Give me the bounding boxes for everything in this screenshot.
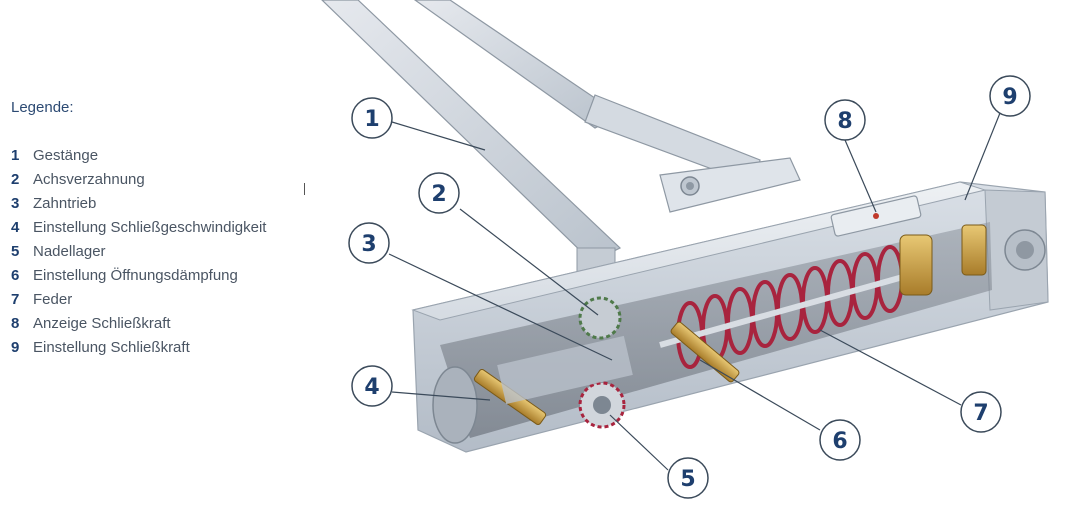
legend-number: 2 [11,171,20,188]
leader-lines [388,112,1001,471]
legend-number: 7 [11,291,20,308]
legend-item: 9 Einstellung Schließkraft [11,336,311,360]
legend-item: 1 Gestänge [11,144,311,168]
legend-item: 2 Achsverzahnung [11,168,311,192]
legend-number: 5 [11,243,20,260]
legend-item: 5 Nadellager [11,240,311,264]
arm-linkage [321,0,801,294]
legend-label: Feder [33,291,73,308]
callout-8: 8 [824,99,866,141]
legend: Legende: 1 Gestänge 2 Achsverzahnung 3 Zahn… [11,99,311,360]
callout-number: 2 [431,182,446,207]
legend-number: 1 [11,147,20,164]
legend-title: Legende: [11,99,74,116]
legend-number: 8 [11,315,20,332]
legend-number: 9 [11,339,20,356]
callout-3: 3 [348,222,390,264]
legend-item: 7 Feder [11,288,311,312]
callout-number: 4 [364,375,379,400]
callout-1: 1 [351,97,393,139]
callout-4: 4 [351,365,393,407]
callout-number: 7 [973,401,988,426]
legend-item: 6 Einstellung Öffnungsdämpfung [11,264,311,288]
legend-number: 6 [11,267,20,284]
closer-housing [411,181,1049,453]
legend-number: 3 [11,195,20,212]
callout-6: 6 [819,419,861,461]
legend-number: 4 [11,219,20,236]
callout-number: 3 [361,232,376,257]
legend-label: Einstellung Öffnungsdämpfung [33,267,238,284]
separator-tick [304,183,305,195]
legend-item: 3 Zahntrieb [11,192,311,216]
callout-2: 2 [418,172,460,214]
legend-label: Anzeige Schließkraft [33,315,171,332]
callout-number: 6 [832,429,847,454]
callout-number: 1 [364,107,379,132]
callout-number: 9 [1002,85,1017,110]
legend-label: Zahntrieb [33,195,97,212]
legend-label: Einstellung Schließgeschwindigkeit [33,219,267,236]
legend-label: Achsverzahnung [33,171,145,188]
callout-5: 5 [667,457,709,499]
gear-parts [497,296,633,429]
legend-item: 4 Einstellung Schließgeschwindigkeit [11,216,311,240]
callout-number: 8 [837,109,852,134]
legend-label: Nadellager [33,243,106,260]
callout-number: 5 [680,467,695,492]
legend-label: Einstellung Schließkraft [33,339,190,356]
callout-9: 9 [989,75,1031,117]
brass-components [473,224,987,425]
legend-item: 8 Anzeige Schließkraft [11,312,311,336]
spring-rod [659,272,911,348]
callout-7: 7 [960,391,1002,433]
legend-label: Gestänge [33,147,99,164]
